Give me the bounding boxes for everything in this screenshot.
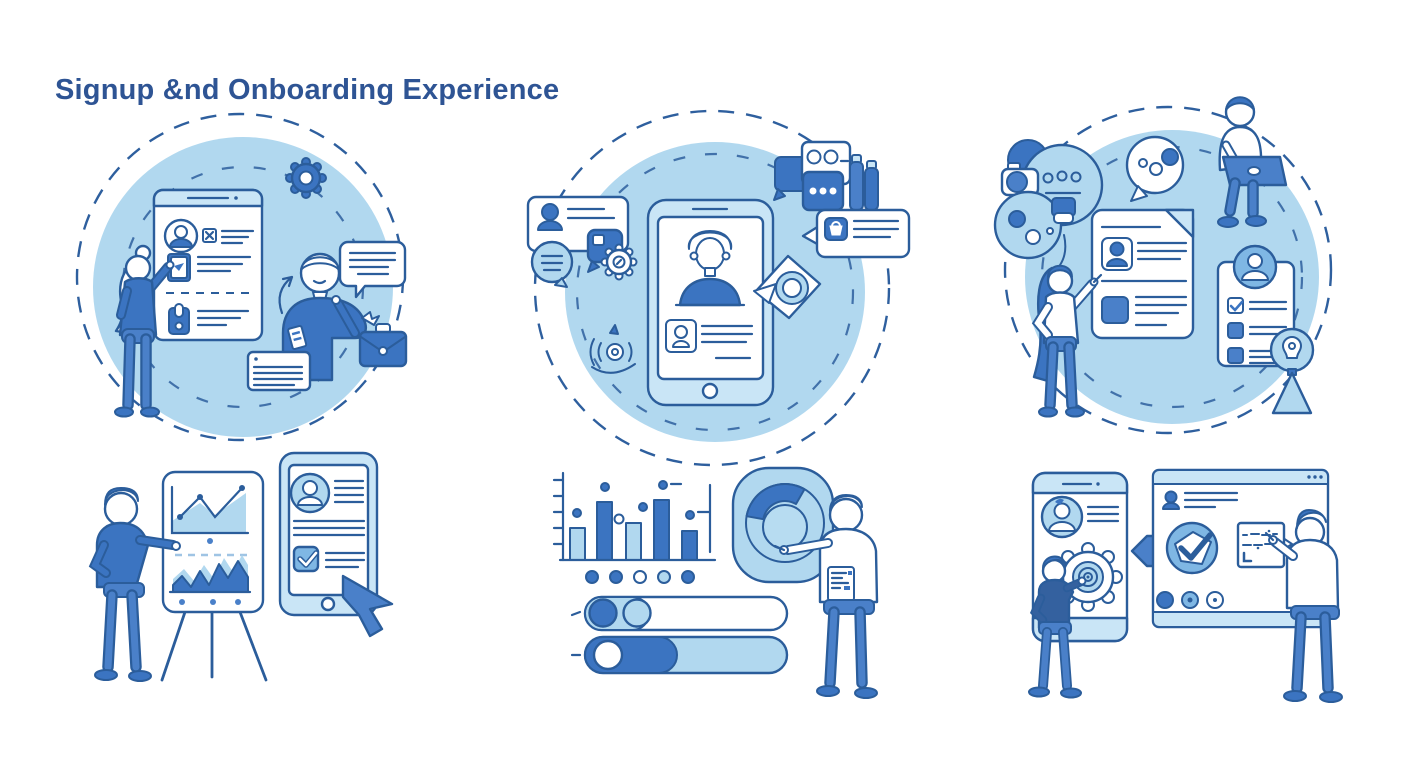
donut-chart: [731, 466, 835, 584]
phone-device: [1031, 471, 1129, 643]
cursor-arrow-icon: [341, 574, 394, 638]
folded-corner: [1164, 208, 1195, 239]
toggle-slider-2: [570, 635, 789, 675]
resume-document: [1090, 208, 1195, 340]
line-chart: [170, 485, 250, 535]
white-sweater: [1285, 538, 1340, 610]
scene-verification: [1028, 468, 1343, 703]
presenter-person: [88, 487, 181, 682]
signal-icon: [589, 324, 636, 374]
profile-avatar: [163, 218, 199, 254]
bar-chart: [552, 471, 717, 562]
checkbox-checked: [292, 545, 320, 573]
tablet-device: [278, 451, 394, 638]
progress-dots: [585, 570, 695, 584]
inner-dashed-circle: [575, 152, 855, 432]
helper-person: [1028, 555, 1087, 699]
id-badge-icon: [168, 303, 190, 335]
cap: [1225, 96, 1255, 111]
chest-badge: [827, 566, 855, 602]
thought-cluster: [993, 139, 1104, 266]
curved-arrow: [278, 275, 294, 315]
camera-icon: [1000, 162, 1040, 197]
home-button: [701, 382, 719, 400]
speech-bubble: [338, 240, 407, 299]
hair: [1296, 509, 1327, 529]
profile-avatar: [1040, 495, 1084, 539]
status-dots: [1156, 591, 1224, 609]
flipchart-easel: [160, 470, 268, 682]
round-message-bubble: [530, 240, 574, 288]
page-title: Signup &nd Onboarding Experience: [55, 74, 560, 106]
woman-filling-form: [114, 244, 175, 418]
ticket-in-hand: [287, 324, 308, 350]
message-bubble-with-icon: [801, 208, 911, 259]
home-button: [320, 596, 336, 612]
navigation-cursor: [753, 254, 822, 320]
bar-widgets: [849, 154, 879, 211]
dashed-circle: [533, 109, 891, 467]
dots-speech-bubble: [1125, 135, 1185, 202]
woman-editing-document: [1031, 264, 1103, 418]
user-row: [1162, 490, 1239, 510]
scene-profile-review: [993, 96, 1333, 435]
toggle-slider-1: [570, 595, 789, 632]
scene-signup-form: [75, 112, 408, 442]
gear-icon: [600, 243, 638, 281]
user-avatar: [674, 230, 746, 307]
pointing-man: [773, 494, 879, 699]
scene-presentation: [88, 451, 394, 682]
note-card: [246, 350, 312, 392]
paper-icon: [361, 311, 380, 326]
dashed-circle: [1003, 105, 1333, 435]
divider-dot: [207, 538, 213, 544]
writer-person: [1264, 509, 1343, 703]
briefcase-icon: [358, 323, 408, 368]
gear-icon: [285, 157, 327, 199]
scene-mobile-profile: [526, 109, 911, 467]
id-card: [665, 319, 754, 360]
scene-progress-dashboard: [552, 466, 879, 699]
checkbox-x: [202, 228, 217, 243]
helper-top: [1037, 578, 1075, 630]
person-with-laptop: [1217, 96, 1288, 228]
profile-summary: [289, 472, 365, 514]
smartphone: [646, 198, 775, 407]
gear-target-icon: [1053, 542, 1123, 612]
spotlight-tripod: [1269, 327, 1315, 415]
checkmark-circle: [1165, 521, 1219, 575]
notification-cards: [773, 140, 852, 212]
hair: [829, 494, 863, 512]
hair: [103, 487, 139, 506]
area-chart: [168, 555, 252, 594]
